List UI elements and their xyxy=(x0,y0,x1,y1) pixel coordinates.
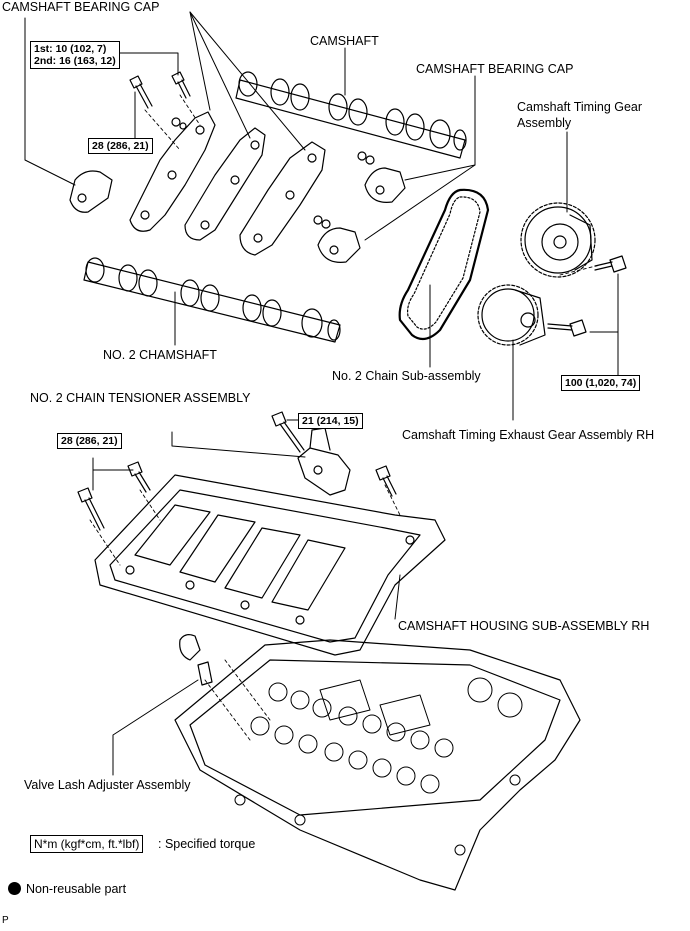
bearing-cap-3 xyxy=(239,141,326,256)
leader-lines xyxy=(24,11,619,776)
corner-code: P xyxy=(2,915,9,926)
bearing-cap-2 xyxy=(184,127,266,241)
label-no2-camshaft: NO. 2 CHAMSHAFT xyxy=(103,348,217,362)
label-chain-tensioner: NO. 2 CHAIN TENSIONER ASSEMBLY xyxy=(30,391,251,405)
label-camshaft: CAMSHAFT xyxy=(310,34,379,48)
cap-bolt-left xyxy=(129,75,153,109)
camshaft-timing-exhaust-gear xyxy=(477,284,546,346)
camshaft-housing xyxy=(94,474,446,656)
bearing-cap-1 xyxy=(129,111,216,232)
label-no2-chain: No. 2 Chain Sub-assembly xyxy=(332,369,481,383)
housing-bolt-mid xyxy=(127,461,151,493)
cylinder-head xyxy=(174,639,581,891)
no2-chain xyxy=(398,188,490,341)
no2-chain-tensioner xyxy=(297,427,351,496)
label-camshaft-housing: CAMSHAFT HOUSING SUB-ASSEMBLY RH xyxy=(398,619,650,633)
torque-box-bearing-cap: 1st: 10 (102, 7) 2nd: 16 (163, 12) xyxy=(30,41,120,69)
label-camshaft-bearing-cap-right: CAMSHAFT BEARING CAP xyxy=(416,62,574,76)
tensioner-bolt xyxy=(271,411,305,453)
legend-non-reusable: Non-reusable part xyxy=(26,882,127,896)
cap-bolt-right xyxy=(171,71,191,99)
legend-torque-unit: N*m (kgf*cm, ft.*lbf) xyxy=(30,835,144,853)
bearing-cap-right-lower xyxy=(317,227,361,263)
no2-camshaft xyxy=(83,257,341,343)
bearing-cap-right-upper xyxy=(364,167,406,203)
legend-torque-desc: : Specified torque xyxy=(158,837,256,851)
housing-bolt-right xyxy=(375,465,397,497)
label-timing-gear-line1: Camshaft Timing Gear xyxy=(517,100,643,114)
label-camshaft-bearing-cap-top: CAMSHAFT BEARING CAP xyxy=(2,0,160,14)
valve-lash-adjuster xyxy=(179,634,213,686)
label-timing-gear-line2: Assembly xyxy=(517,116,572,130)
torque-box-cap-bolt: 28 (286, 21) xyxy=(88,138,153,154)
torque-box-gear-bolt: 100 (1,020, 74) xyxy=(561,375,641,391)
label-valve-lash-adjuster: Valve Lash Adjuster Assembly xyxy=(24,778,191,792)
torque-bearing-cap-1st: 1st: 10 (102, 7) xyxy=(34,43,107,55)
camshaft-timing-gear xyxy=(520,202,596,278)
gear-bolt-lower xyxy=(547,319,587,337)
torque-bearing-cap-2nd: 2nd: 16 (163, 12) xyxy=(34,55,116,67)
torque-box-housing-bolt: 28 (286, 21) xyxy=(57,433,122,449)
gear-bolt-upper xyxy=(594,255,627,273)
bearing-cap-small-left xyxy=(69,170,113,213)
housing-bolt-left xyxy=(77,487,105,531)
camshaft-top xyxy=(235,71,467,159)
torque-box-tensioner-bolt: 21 (214, 15) xyxy=(298,413,363,429)
label-exhaust-gear: Camshaft Timing Exhaust Gear Assembly RH xyxy=(402,428,655,442)
non-reusable-dot-icon xyxy=(8,882,21,895)
